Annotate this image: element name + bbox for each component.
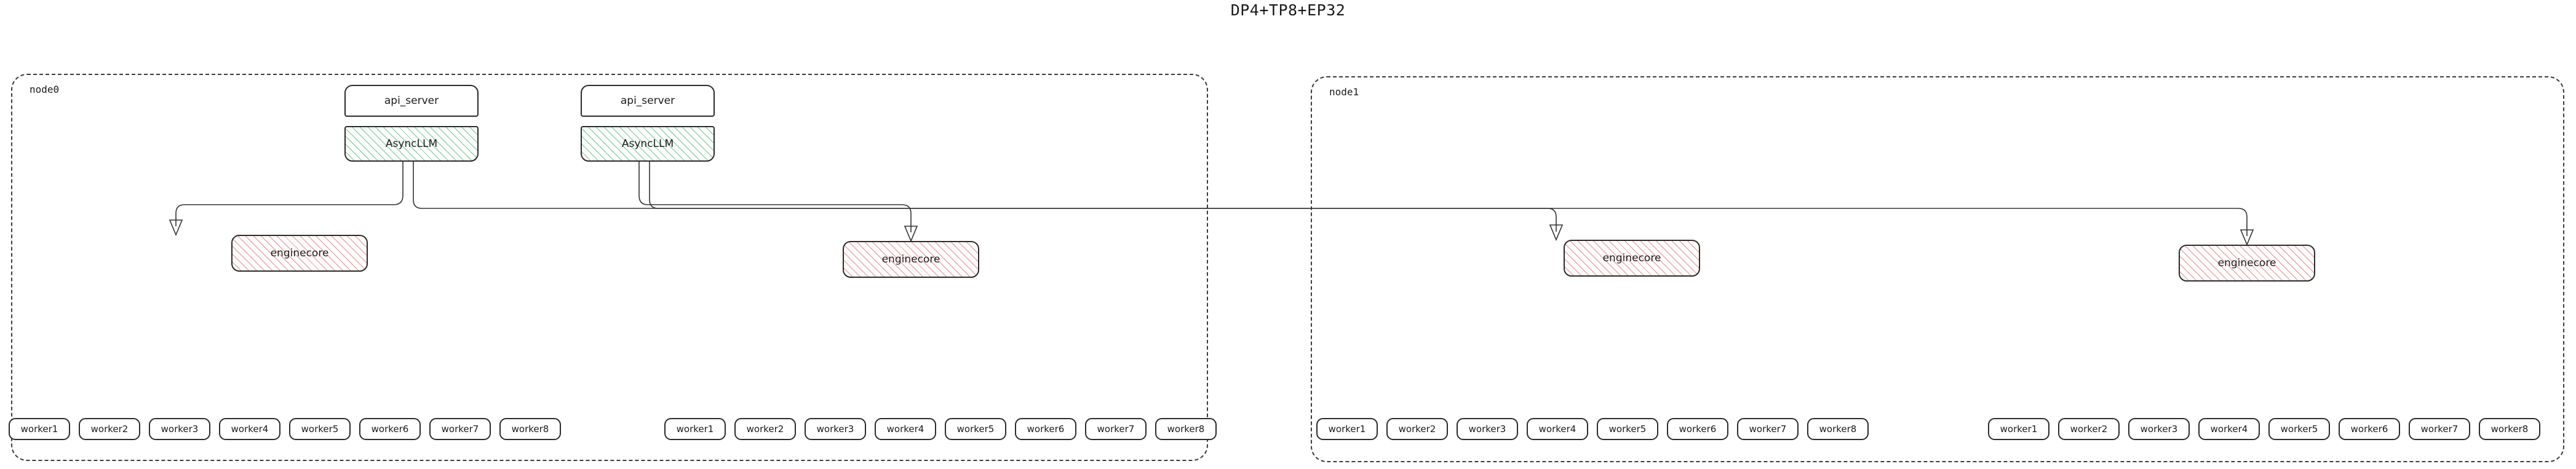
- worker-label: worker4: [1538, 424, 1576, 435]
- worker-label: worker7: [441, 424, 479, 435]
- worker-label: worker8: [2491, 424, 2529, 435]
- worker-box[interactable]: worker6: [2339, 418, 2400, 440]
- worker-label: worker1: [1328, 424, 1366, 435]
- worker-box[interactable]: worker8: [1807, 418, 1869, 440]
- worker-label: worker1: [20, 424, 58, 435]
- worker-box[interactable]: worker3: [149, 418, 210, 440]
- worker-label: worker6: [371, 424, 409, 435]
- worker-box[interactable]: worker5: [2268, 418, 2330, 440]
- async-llm-box-1[interactable]: AsyncLLM: [581, 126, 715, 162]
- node-container-node1: node1: [1311, 76, 2564, 462]
- worker-label: worker6: [1679, 424, 1717, 435]
- node-label-node0: node0: [30, 84, 60, 95]
- worker-label: worker4: [886, 424, 924, 435]
- worker-box[interactable]: worker8: [1155, 418, 1217, 440]
- worker-label: worker2: [2070, 424, 2108, 435]
- enginecore-box-3-label: enginecore: [2217, 257, 2276, 269]
- worker-box[interactable]: worker7: [1737, 418, 1799, 440]
- api-server-box-1[interactable]: api_server: [581, 85, 715, 117]
- worker-label: worker6: [2350, 424, 2388, 435]
- node-container-node0: node0: [11, 74, 1208, 461]
- worker-label: worker5: [301, 424, 339, 435]
- worker-box[interactable]: worker5: [945, 418, 1006, 440]
- worker-box[interactable]: worker2: [1386, 418, 1448, 440]
- worker-label: worker5: [956, 424, 995, 435]
- worker-box[interactable]: worker8: [2479, 418, 2540, 440]
- enginecore-box-1[interactable]: enginecore: [843, 241, 979, 278]
- worker-label: worker3: [161, 424, 199, 435]
- worker-box[interactable]: worker7: [2409, 418, 2470, 440]
- worker-box[interactable]: worker3: [1457, 418, 1518, 440]
- api-server-box-0-label: api_server: [384, 95, 439, 107]
- enginecore-box-3[interactable]: enginecore: [2179, 245, 2315, 282]
- node-label-node1: node1: [1329, 86, 1359, 98]
- worker-label: worker5: [1608, 424, 1647, 435]
- worker-box[interactable]: worker1: [1316, 418, 1378, 440]
- api-server-box-0[interactable]: api_server: [344, 85, 479, 117]
- worker-label: worker1: [2000, 424, 2038, 435]
- worker-label: worker7: [2420, 424, 2459, 435]
- enginecore-box-2[interactable]: enginecore: [1564, 240, 1700, 277]
- worker-label: worker7: [1749, 424, 1787, 435]
- enginecore-box-2-label: enginecore: [1602, 252, 1661, 264]
- worker-label: worker1: [676, 424, 714, 435]
- worker-label: worker5: [2280, 424, 2318, 435]
- worker-label: worker2: [746, 424, 784, 435]
- page-title: DP4+TP8+EP32: [1230, 1, 1346, 19]
- enginecore-box-1-label: enginecore: [881, 253, 940, 266]
- worker-box[interactable]: worker6: [359, 418, 421, 440]
- async-llm-box-1-label: AsyncLLM: [621, 138, 674, 150]
- worker-box[interactable]: worker2: [2058, 418, 2120, 440]
- worker-label: worker8: [1167, 424, 1205, 435]
- worker-box[interactable]: worker7: [1085, 418, 1147, 440]
- worker-box[interactable]: worker4: [1527, 418, 1588, 440]
- worker-label: worker3: [1468, 424, 1506, 435]
- worker-label: worker4: [231, 424, 269, 435]
- async-llm-box-0[interactable]: AsyncLLM: [344, 126, 479, 162]
- worker-box[interactable]: worker4: [875, 418, 936, 440]
- worker-label: worker8: [1819, 424, 1857, 435]
- worker-box[interactable]: worker3: [2128, 418, 2190, 440]
- enginecore-box-0[interactable]: enginecore: [231, 235, 368, 272]
- worker-box[interactable]: worker4: [219, 418, 280, 440]
- worker-label: worker3: [2140, 424, 2178, 435]
- worker-box[interactable]: worker2: [79, 418, 140, 440]
- worker-box[interactable]: worker7: [429, 418, 491, 440]
- worker-label: worker7: [1097, 424, 1135, 435]
- worker-label: worker2: [90, 424, 129, 435]
- worker-label: worker2: [1398, 424, 1436, 435]
- worker-label: worker6: [1027, 424, 1065, 435]
- worker-box[interactable]: worker3: [805, 418, 866, 440]
- worker-box[interactable]: worker5: [1597, 418, 1658, 440]
- worker-label: worker4: [2210, 424, 2248, 435]
- worker-label: worker3: [816, 424, 854, 435]
- worker-box[interactable]: worker5: [289, 418, 351, 440]
- worker-box[interactable]: worker8: [499, 418, 561, 440]
- worker-box[interactable]: worker6: [1015, 418, 1076, 440]
- worker-box[interactable]: worker1: [664, 418, 726, 440]
- api-server-box-1-label: api_server: [620, 95, 675, 107]
- async-llm-box-0-label: AsyncLLM: [385, 138, 438, 150]
- enginecore-box-0-label: enginecore: [270, 247, 329, 259]
- worker-box[interactable]: worker4: [2198, 418, 2260, 440]
- worker-label: worker8: [511, 424, 549, 435]
- worker-box[interactable]: worker2: [734, 418, 796, 440]
- worker-box[interactable]: worker1: [1988, 418, 2049, 440]
- worker-box[interactable]: worker6: [1667, 418, 1728, 440]
- worker-box[interactable]: worker1: [9, 418, 70, 440]
